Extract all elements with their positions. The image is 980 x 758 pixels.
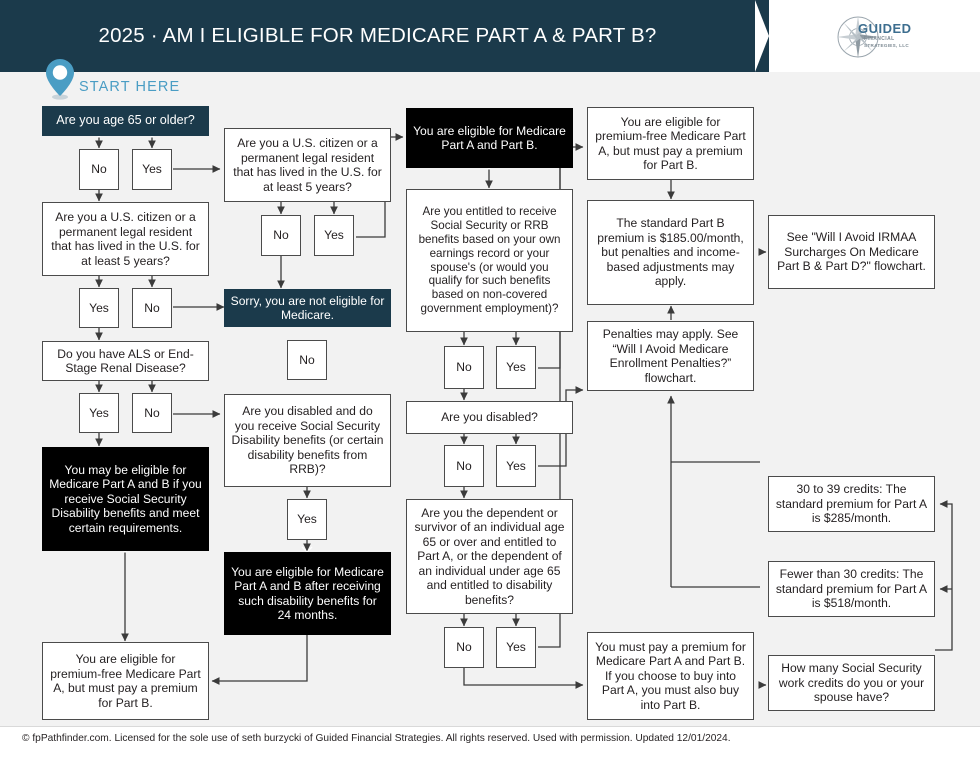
compass-rose-icon	[837, 16, 879, 58]
logo-subtext-1: FINANCIAL	[864, 36, 895, 42]
node-penalties-may-apply[interactable]: Penalties may apply. See “Will I Avoid M…	[587, 321, 754, 391]
node-30-to-39-credits[interactable]: 30 to 39 credits: The standard premium f…	[768, 476, 935, 532]
answer-no-are-you-disabled[interactable]: No	[444, 445, 484, 487]
node-disabled-ssdi[interactable]: Are you disabled and do you receive Soci…	[224, 394, 391, 487]
answer-yes-als[interactable]: Yes	[79, 393, 119, 433]
node-are-you-disabled[interactable]: Are you disabled?	[406, 401, 573, 434]
node-citizen-left[interactable]: Are you a U.S. citizen or a permanent le…	[42, 202, 209, 276]
footer-copyright: © fpPathfinder.com. Licensed for the sol…	[22, 733, 731, 744]
node-fewer-than-30-credits[interactable]: Fewer than 30 credits: The standard prem…	[768, 561, 935, 617]
answer-no-dependent[interactable]: No	[444, 627, 484, 668]
page-title: 2025 · AM I ELIGIBLE FOR MEDICARE PART A…	[98, 24, 657, 47]
header-background	[0, 0, 755, 72]
footer: © fpPathfinder.com. Licensed for the sol…	[0, 726, 980, 758]
node-als-esrd[interactable]: Do you have ALS or End-Stage Renal Disea…	[42, 341, 209, 381]
answer-no-disabled-ssdi[interactable]: No	[287, 340, 327, 380]
start-here-label: START HERE	[79, 79, 181, 95]
node-standard-part-b-premium[interactable]: The standard Part B premium is $185.00/m…	[587, 200, 754, 305]
header: 2025 · AM I ELIGIBLE FOR MEDICARE PART A…	[0, 0, 980, 72]
answer-yes-are-you-disabled[interactable]: Yes	[496, 445, 536, 487]
node-premium-free-part-a-top[interactable]: You are eligible for premium-free Medica…	[587, 107, 754, 180]
answer-yes-citizen-top[interactable]: Yes	[314, 215, 354, 256]
answer-no-als[interactable]: No	[132, 393, 172, 433]
answer-no-age65[interactable]: No	[79, 149, 119, 190]
node-may-be-eligible[interactable]: You may be eligible for Medicare Part A …	[42, 447, 209, 551]
node-entitled-ss-rrb[interactable]: Are you entitled to receive Social Secur…	[406, 189, 573, 332]
answer-no-citizen-left[interactable]: No	[132, 288, 172, 328]
node-dependent-or-survivor[interactable]: Are you the dependent or survivor of an …	[406, 499, 573, 614]
logo-wordmark: GUIDED	[858, 21, 912, 36]
answer-yes-age65[interactable]: Yes	[132, 149, 172, 190]
answer-yes-dependent[interactable]: Yes	[496, 627, 536, 668]
node-eligible-after-24-months[interactable]: You are eligible for Medicare Part A and…	[224, 552, 391, 635]
footer-divider	[0, 726, 980, 727]
answer-yes-citizen-left[interactable]: Yes	[79, 288, 119, 328]
node-premium-free-part-a-bottom[interactable]: You are eligible for premium-free Medica…	[42, 642, 209, 720]
node-irmaa-flowchart[interactable]: See "Will I Avoid IRMAA Surcharges On Me…	[768, 215, 935, 289]
answer-yes-disabled-ssdi[interactable]: Yes	[287, 499, 327, 540]
answer-yes-entitled[interactable]: Yes	[496, 346, 536, 389]
node-not-eligible[interactable]: Sorry, you are not eligible for Medicare…	[224, 289, 391, 327]
node-age-65[interactable]: Are you age 65 or older?	[42, 106, 209, 136]
logo-subtext-2: STRATEGIES, LLC	[864, 43, 909, 48]
answer-no-citizen-top[interactable]: No	[261, 215, 301, 256]
node-citizen-top[interactable]: Are you a U.S. citizen or a permanent le…	[224, 128, 391, 202]
header-notch	[755, 0, 769, 72]
node-work-credits-question[interactable]: How many Social Security work credits do…	[768, 655, 935, 711]
node-must-pay-premium-a-and-b[interactable]: You must pay a premium for Medicare Part…	[587, 632, 754, 720]
company-logo: GUIDED FINANCIAL STRATEGIES, LLC	[828, 12, 924, 62]
node-eligible-part-a-and-b[interactable]: You are eligible for Medicare Part A and…	[406, 108, 573, 168]
map-pin-icon	[44, 58, 76, 100]
answer-no-entitled[interactable]: No	[444, 346, 484, 389]
